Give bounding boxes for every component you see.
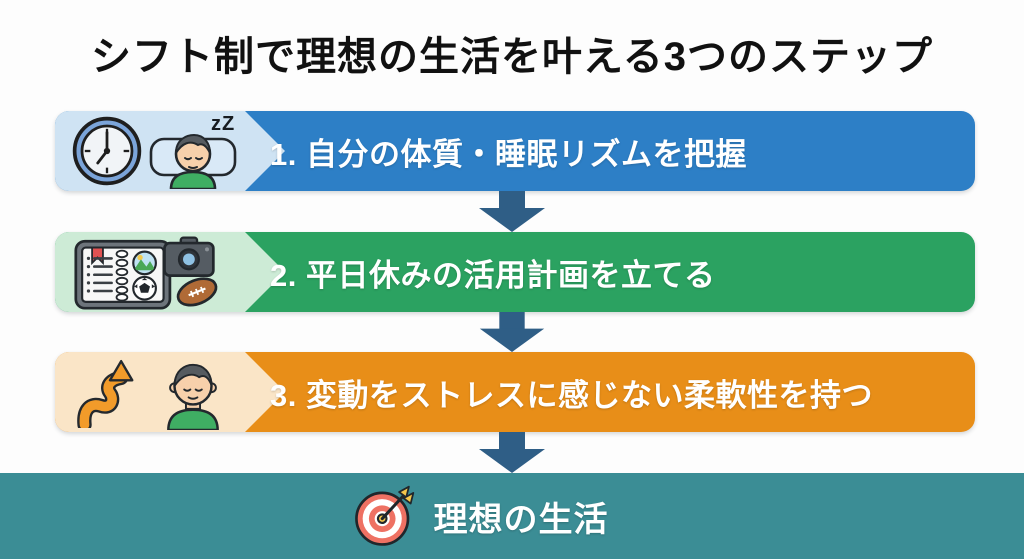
goal-label: 理想の生活 — [433, 500, 609, 539]
step-2-label: 2. 平日休みの活用計画を立てる — [270, 257, 716, 293]
step-3-icon-area — [55, 352, 285, 432]
step-3-label: 3. 変動をストレスに感じない柔軟性を持つ — [270, 377, 873, 413]
sleeping-person-icon — [149, 133, 237, 189]
page-title: シフト制で理想の生活を叶える3つのステップ — [90, 35, 934, 79]
down-arrow-icon — [479, 191, 545, 232]
planner-icon — [74, 236, 218, 310]
step-2-banner: 2. 平日休みの活用計画を立てる — [55, 232, 975, 312]
rising-wavy-arrow-icon — [77, 359, 134, 428]
goal-content: 理想の生活 — [0, 473, 992, 559]
goal-bar: 理想の生活 — [0, 473, 1024, 559]
sleep-zzz-text: zZ — [211, 113, 236, 135]
soccer-ball-icon — [132, 275, 157, 301]
calm-person-icon — [167, 363, 219, 430]
dartboard-target-icon — [354, 485, 414, 546]
step-1-banner: zZ 1. 自分の体質・睡眠リズムを把握 — [55, 111, 975, 191]
step-2-icon-area — [55, 232, 285, 312]
photo-sticker-icon — [132, 250, 157, 276]
football-icon — [176, 277, 218, 307]
down-arrow-icon — [479, 312, 545, 352]
camera-icon — [163, 236, 215, 277]
step-1-icon-area: zZ — [55, 111, 285, 191]
step-1-label: 1. 自分の体質・睡眠リズムを把握 — [270, 136, 747, 172]
down-arrow-icon — [479, 432, 545, 473]
clock-icon — [72, 116, 142, 186]
step-3-banner: 3. 変動をストレスに感じない柔軟性を持つ — [55, 352, 975, 432]
